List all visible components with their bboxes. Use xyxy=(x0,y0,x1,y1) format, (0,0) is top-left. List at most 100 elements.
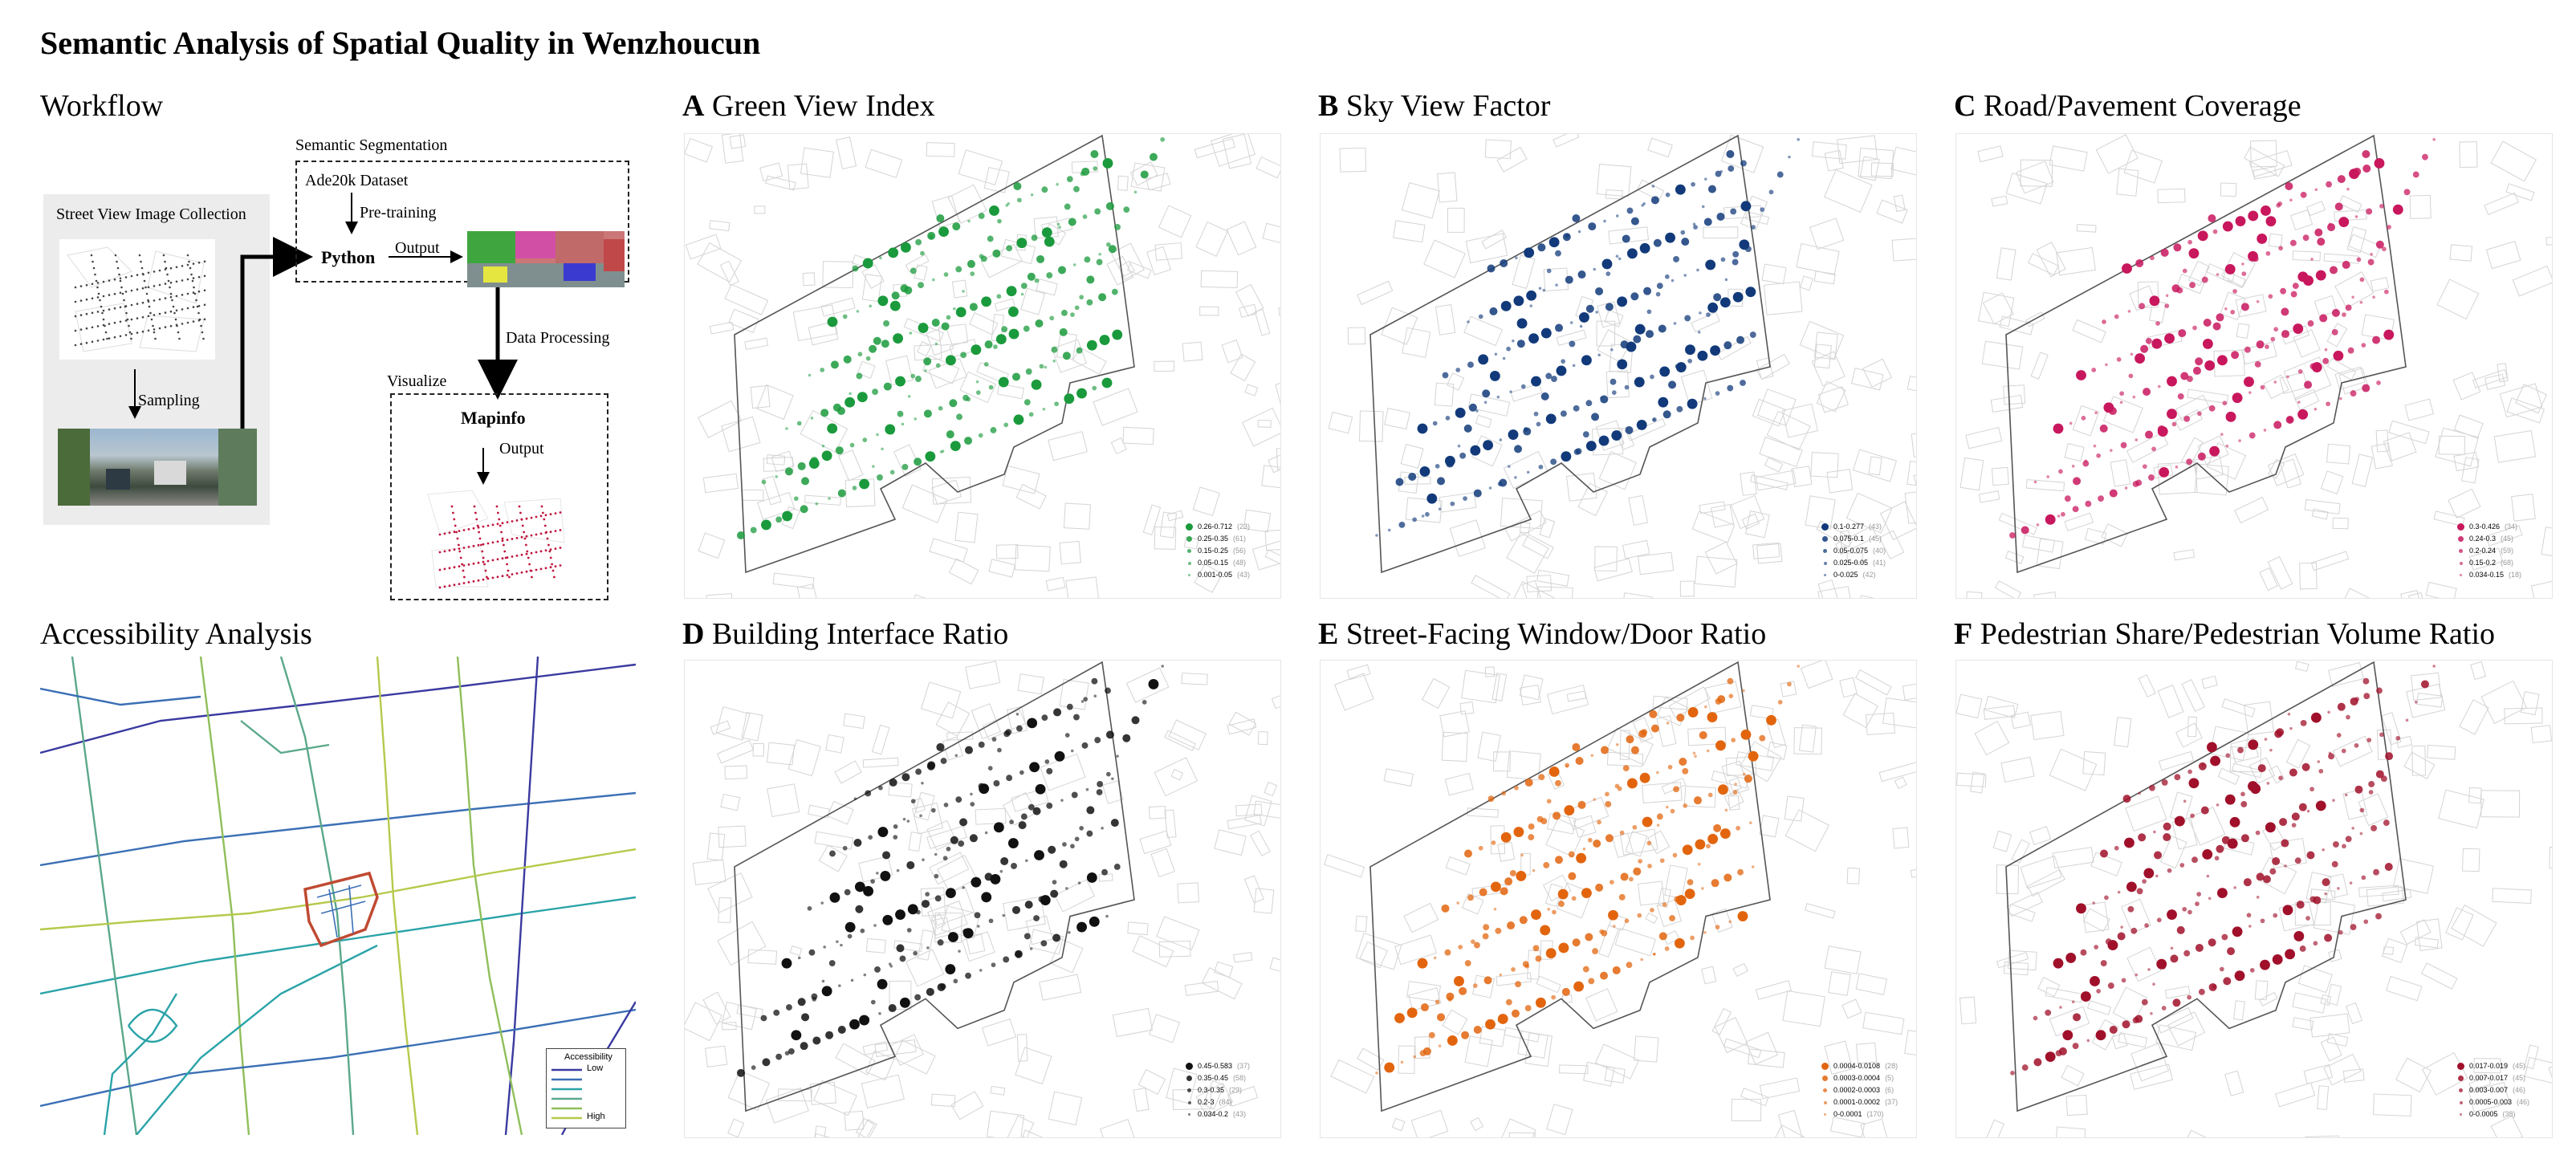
sample-point xyxy=(902,817,906,821)
legend-dot xyxy=(1188,1113,1190,1116)
legend-count: (41) xyxy=(1873,559,1886,567)
sample-point xyxy=(2187,909,2192,915)
sample-point xyxy=(1682,767,1689,775)
sample-point xyxy=(1656,283,1663,290)
sample-point xyxy=(2227,838,2238,849)
sample-point xyxy=(2187,769,2192,775)
sample-point xyxy=(2159,466,2170,478)
sample-point xyxy=(750,527,757,534)
sample-point xyxy=(1524,247,1535,258)
sample-point xyxy=(2366,738,2372,742)
sample-point xyxy=(2069,421,2073,425)
sample-point xyxy=(937,982,946,991)
map-legend: 0.3-0.426(34)0.24-0.3(45)0.2-0.24(59)0.1… xyxy=(2457,521,2521,581)
study-boundary xyxy=(734,661,1135,1112)
sample-point xyxy=(1673,786,1679,793)
sample-point xyxy=(1455,368,1461,372)
sample-point xyxy=(2332,799,2335,802)
sample-point xyxy=(2090,976,2100,986)
sample-point xyxy=(1459,986,1467,995)
sample-point xyxy=(869,304,872,308)
sample-point xyxy=(1626,341,1637,352)
sample-point xyxy=(1035,783,1046,795)
sample-point xyxy=(1093,694,1097,697)
sample-point xyxy=(829,892,840,903)
sample-point xyxy=(1509,869,1516,876)
sample-point xyxy=(942,856,948,861)
sample-point xyxy=(2110,449,2113,452)
sample-point xyxy=(2392,204,2403,215)
sample-point xyxy=(1042,407,1046,411)
legend-row: 0.05-0.15(48) xyxy=(1186,557,1250,569)
sample-point xyxy=(2189,282,2196,289)
sample-point xyxy=(910,267,917,274)
legend-count: (56) xyxy=(1233,547,1247,555)
sample-point xyxy=(989,205,999,216)
sample-point xyxy=(1718,784,1728,795)
sample-point xyxy=(1545,948,1557,959)
sample-point xyxy=(889,300,901,311)
sample-point xyxy=(981,892,992,903)
legend-range: 0.05-0.075 xyxy=(1833,547,1869,555)
sample-point xyxy=(2053,423,2064,434)
sample-point xyxy=(1531,376,1541,387)
sample-point xyxy=(1113,864,1121,870)
sample-point xyxy=(1070,312,1075,317)
sample-point xyxy=(938,226,949,238)
sample-point xyxy=(962,886,965,889)
sample-point xyxy=(935,363,941,368)
sample-point xyxy=(737,1068,745,1077)
sample-point xyxy=(1560,410,1567,417)
legend-range: 0.15-0.25 xyxy=(1198,547,1229,555)
page-title: Semantic Analysis of Spatial Quality in … xyxy=(40,25,761,61)
sample-point xyxy=(2072,506,2079,513)
sample-point xyxy=(1098,293,1107,302)
sample-point xyxy=(2178,329,2187,338)
sample-point xyxy=(2209,445,2220,457)
sample-point xyxy=(843,355,852,364)
sample-point xyxy=(1704,705,1707,709)
sample-point xyxy=(2100,849,2108,858)
sample-point xyxy=(1687,706,1699,718)
legend-row: 0.35-0.45(58) xyxy=(1186,1072,1250,1084)
sample-point xyxy=(1585,304,1594,313)
sample-point xyxy=(2331,308,2340,317)
sample-point xyxy=(2265,216,2277,227)
legend-range: 0.025-0.05 xyxy=(1833,559,1869,567)
sample-point xyxy=(836,407,845,416)
sample-point xyxy=(1081,742,1089,749)
legend-range: 0.2-0.24 xyxy=(2469,547,2497,555)
sample-point xyxy=(823,945,826,949)
sample-point xyxy=(1681,238,1690,246)
sample-point xyxy=(914,457,922,466)
sample-point xyxy=(761,519,771,531)
sample-point xyxy=(1564,805,1575,816)
sample-point xyxy=(1035,319,1044,327)
sample-point xyxy=(2328,753,2334,760)
sample-point xyxy=(1395,478,1404,486)
sample-point xyxy=(1637,913,1642,918)
sample-point xyxy=(888,962,892,966)
sample-point xyxy=(2359,300,2363,304)
sample-point xyxy=(2248,391,2252,394)
sample-point xyxy=(821,450,832,462)
sample-point xyxy=(970,271,975,276)
sample-point xyxy=(1573,405,1580,412)
sample-point xyxy=(2339,396,2342,401)
sample-point xyxy=(836,940,839,944)
sample-point xyxy=(1615,254,1619,258)
sample-point xyxy=(2333,350,2344,361)
sample-point xyxy=(820,368,825,372)
sample-point xyxy=(2327,710,2330,714)
sample-point xyxy=(1062,352,1071,360)
sample-point xyxy=(1094,737,1101,744)
sample-point xyxy=(1028,412,1034,417)
sample-point xyxy=(1634,323,1646,335)
sample-point xyxy=(897,410,904,417)
sample-point xyxy=(2290,291,2297,298)
road-segment xyxy=(40,1008,636,1108)
sample-point xyxy=(969,303,978,311)
sample-point xyxy=(1711,879,1719,888)
sample-point xyxy=(2161,1006,2167,1011)
sample-point xyxy=(2375,913,2382,920)
